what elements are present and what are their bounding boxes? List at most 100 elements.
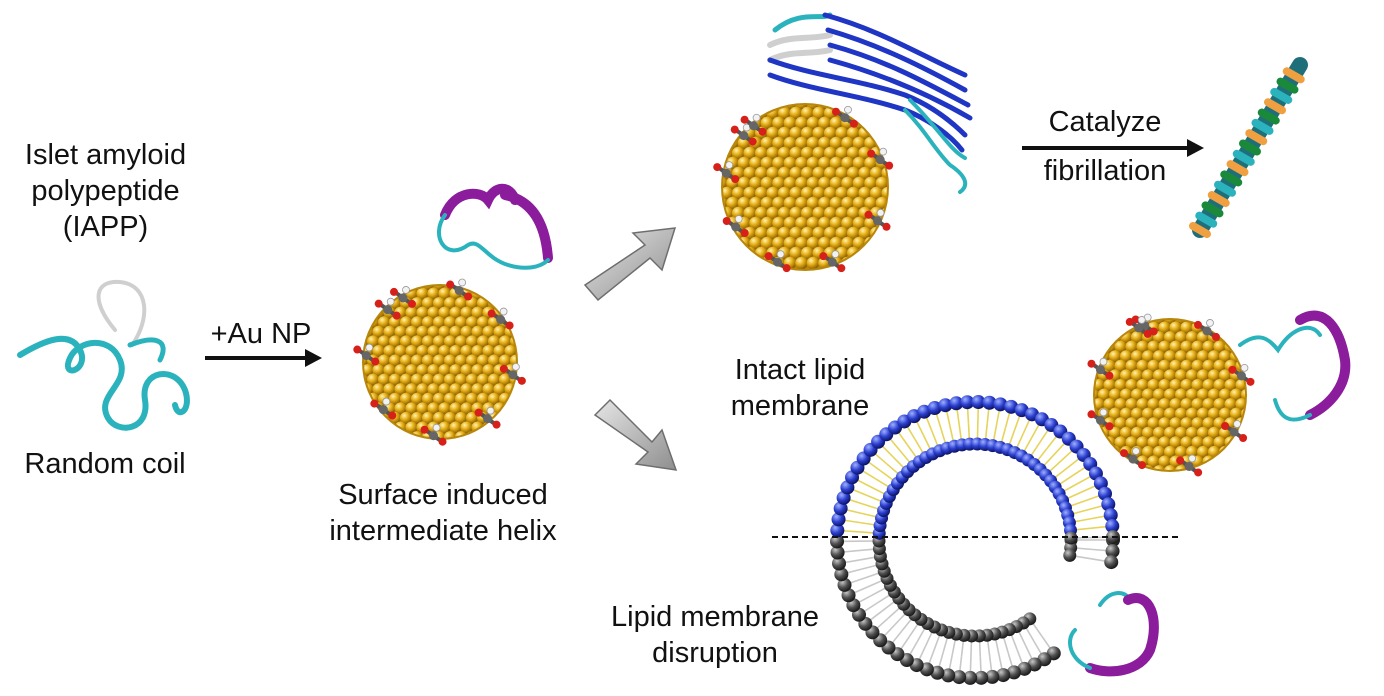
gold-atom	[521, 393, 533, 405]
lipid-head	[1064, 531, 1078, 545]
gold-atom	[1174, 426, 1188, 439]
ligand	[764, 250, 791, 273]
ligand-hydrogen	[458, 278, 467, 287]
gold-atom	[823, 126, 837, 140]
gold-atom	[482, 364, 495, 377]
gold-atom	[835, 166, 849, 180]
lipid-head	[1006, 665, 1021, 680]
gold-atom	[887, 177, 900, 190]
gold-atom	[789, 186, 803, 200]
gold-atom	[487, 335, 501, 348]
gold-atom	[526, 422, 538, 434]
lipid-head	[1105, 544, 1120, 559]
gold-atom	[881, 186, 887, 200]
ligand-hydrogen	[725, 161, 734, 170]
gold-atom	[1152, 426, 1166, 439]
lipid-head	[949, 396, 964, 411]
iapp-label-line-3: (IAPP)	[62, 211, 149, 243]
ligand-oxygen	[713, 163, 722, 172]
gold-atom	[388, 392, 402, 405]
gold-atom	[421, 411, 435, 425]
ligand-oxygen	[1176, 456, 1185, 465]
gold-atom	[1130, 331, 1144, 344]
gold-atom	[526, 402, 538, 414]
gold-atom	[737, 176, 751, 190]
gold-atom	[749, 156, 762, 170]
gold-atom	[1147, 417, 1160, 430]
gold-atom	[1141, 426, 1155, 439]
gold-atom	[812, 126, 826, 140]
gold-atom	[350, 402, 362, 414]
gold-atom	[835, 206, 849, 220]
gold-atom	[432, 373, 446, 386]
gold-atom	[1114, 340, 1127, 353]
ligand	[730, 123, 757, 146]
gold-atom	[509, 431, 516, 438]
gold-atom	[465, 373, 479, 386]
gold-atom	[405, 383, 418, 396]
gold-atom	[515, 421, 516, 434]
gold-atom	[1174, 369, 1188, 382]
gold-atom	[1136, 398, 1149, 411]
gold-atom	[709, 147, 722, 160]
gold-atom	[760, 236, 774, 250]
gold-atom	[823, 206, 837, 220]
gold-atom	[1147, 398, 1160, 411]
ligand-oxygen	[505, 321, 514, 330]
gold-atom	[760, 136, 774, 150]
ligand-hydrogen	[752, 113, 761, 122]
gold-atom	[438, 421, 451, 434]
gold-atom	[858, 106, 872, 120]
gold-atom	[709, 127, 722, 140]
gold-atom	[443, 297, 457, 310]
gold-atom	[1257, 322, 1269, 334]
gold-nanoparticle-top	[709, 103, 900, 273]
gold-atom	[345, 278, 357, 290]
gold-atom	[806, 236, 820, 250]
gold-atom	[345, 374, 357, 386]
ligand-hydrogen	[1240, 363, 1249, 372]
gold-atom	[743, 166, 757, 180]
gold-atom	[1202, 378, 1215, 392]
gold-atom	[465, 354, 479, 367]
gold-atom	[432, 354, 446, 367]
gold-atom	[835, 126, 849, 140]
fibril-segment	[1232, 149, 1255, 166]
gold-atom	[350, 383, 362, 395]
ligand	[353, 343, 380, 366]
gold-atom	[1257, 417, 1269, 429]
gold-atom	[818, 156, 831, 170]
ligand-oxygen	[446, 280, 455, 289]
gold-atom	[1095, 340, 1105, 353]
fibril-segment	[1264, 98, 1286, 115]
gold-atom	[377, 373, 391, 386]
gold-atom	[1174, 350, 1188, 363]
iapp-label: Islet amyloid polypeptide (IAPP)	[8, 137, 203, 245]
gold-atom	[350, 364, 362, 376]
gold-atom	[829, 196, 843, 210]
gold-atom	[364, 421, 374, 434]
gold-atom	[783, 236, 797, 250]
gold-atom	[1180, 436, 1193, 449]
gold-atom	[743, 186, 757, 200]
gold-atom	[443, 354, 457, 367]
gold-atom	[1196, 445, 1210, 459]
gold-atom	[709, 227, 722, 240]
gold-atom	[1163, 350, 1177, 363]
gold-atom	[1213, 321, 1226, 334]
lipid-head	[996, 668, 1011, 683]
gold-atom	[1158, 417, 1171, 430]
gold-atom	[438, 344, 451, 358]
gold-atom	[377, 286, 391, 291]
gold-atom	[777, 226, 791, 240]
lipid-head	[834, 567, 849, 582]
gold-atom	[818, 176, 831, 190]
intact-line-1: Intact lipid	[734, 354, 866, 386]
ligand	[867, 147, 894, 170]
gold-atom	[887, 237, 900, 250]
gold-atom	[743, 206, 757, 220]
fibril-segment	[1276, 77, 1299, 94]
ligand-oxygen	[1194, 320, 1202, 329]
ligand-carbon	[1184, 461, 1194, 471]
gold-atom	[421, 373, 435, 386]
